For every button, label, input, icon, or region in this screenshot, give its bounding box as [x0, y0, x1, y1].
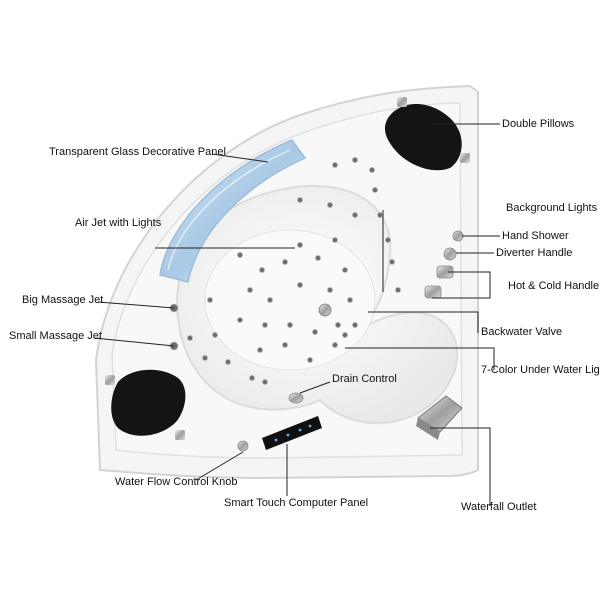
label-big-massage-jet: Big Massage Jet: [22, 294, 104, 306]
leader-underwater-light: [345, 347, 495, 370]
jet-dot: [266, 296, 273, 303]
jet-dot: [384, 236, 391, 243]
jet-dot: [261, 378, 268, 385]
jet-dot: [351, 211, 358, 218]
leader-small-jet: [93, 337, 175, 347]
jet-dot: [296, 196, 303, 203]
jet-dot: [246, 286, 253, 293]
leader-flow-knob: [195, 451, 244, 481]
leader-drain: [299, 381, 331, 394]
jet-dot: [314, 254, 321, 261]
leader-hot-cold: [432, 271, 491, 299]
jet-dot: [258, 266, 265, 273]
jet-dot: [236, 316, 243, 323]
jet-dot: [351, 156, 358, 163]
label-glass-panel: Transparent Glass Decorative Panel: [49, 146, 226, 158]
jet-dot: [281, 341, 288, 348]
leader-glass-panel: [211, 153, 269, 163]
jet-dot: [341, 266, 348, 273]
faucet-group: [424, 230, 464, 299]
label-diverter-handle: Diverter Handle: [496, 247, 573, 259]
jet-dot: [311, 328, 318, 335]
jet-dot: [248, 374, 255, 381]
jet-dot: [186, 334, 193, 341]
jet-dot: [341, 331, 348, 338]
label-waterfall-outlet: Waterfall Outlet: [461, 501, 537, 513]
jet-dot: [371, 186, 378, 193]
jet-dot: [306, 356, 313, 363]
jet-dot: [331, 341, 338, 348]
label-drain-control: Drain Control: [332, 373, 397, 385]
jet-dot: [331, 161, 338, 168]
jet-dot: [224, 358, 231, 365]
label-computer-panel: Smart Touch Computer Panel: [224, 497, 369, 509]
glass-panel: [159, 139, 307, 283]
massage-jets: [169, 156, 401, 385]
jet-dot: [326, 201, 333, 208]
drain: [288, 392, 304, 404]
label-air-jet: Air Jet with Lights: [75, 217, 162, 229]
label-double-pillows: Double Pillows: [502, 118, 575, 130]
jet-dot: [331, 236, 338, 243]
jet-dot: [201, 354, 208, 361]
jet-dot: [346, 296, 353, 303]
jet-dot: [326, 286, 333, 293]
jet-dot: [206, 296, 213, 303]
label-under-water-light: 7-Color Under Water Light: [481, 364, 600, 376]
jet-dot: [261, 321, 268, 328]
flow-knob: [237, 440, 249, 452]
jet-dot: [368, 166, 375, 173]
leader-big-jet: [97, 301, 175, 309]
jet-dot: [281, 258, 288, 265]
basin-floor: [204, 229, 376, 371]
jet-dot: [236, 251, 243, 258]
leader-waterfall: [430, 427, 491, 506]
label-backwater-valve: Backwater Valve: [481, 326, 563, 338]
jet-dot: [296, 241, 303, 248]
jet-dot: [296, 281, 303, 288]
leader-backwater: [368, 311, 479, 333]
jet-dot: [286, 321, 293, 328]
jet-dot: [211, 331, 218, 338]
label-small-massage-jet: Small Massage Jet: [9, 330, 102, 342]
pillow-bottom-left: [105, 369, 186, 440]
jet-dot: [388, 258, 395, 265]
jet-dot: [394, 286, 401, 293]
jet-dot: [334, 321, 341, 328]
label-hand-shower: Hand Shower: [502, 230, 569, 242]
control-panel: [262, 416, 322, 450]
pillow-top-right: [384, 97, 470, 171]
label-background-lights: Background Lights: [506, 202, 598, 214]
waterfall-outlet: [416, 395, 463, 440]
label-hot-cold-handle: Hot & Cold Handle: [508, 280, 600, 292]
label-water-flow-knob: Water Flow Control Knob: [115, 476, 238, 488]
backwater-valve: [318, 303, 332, 317]
jet-dot: [351, 321, 358, 328]
jet-dot: [256, 346, 263, 353]
